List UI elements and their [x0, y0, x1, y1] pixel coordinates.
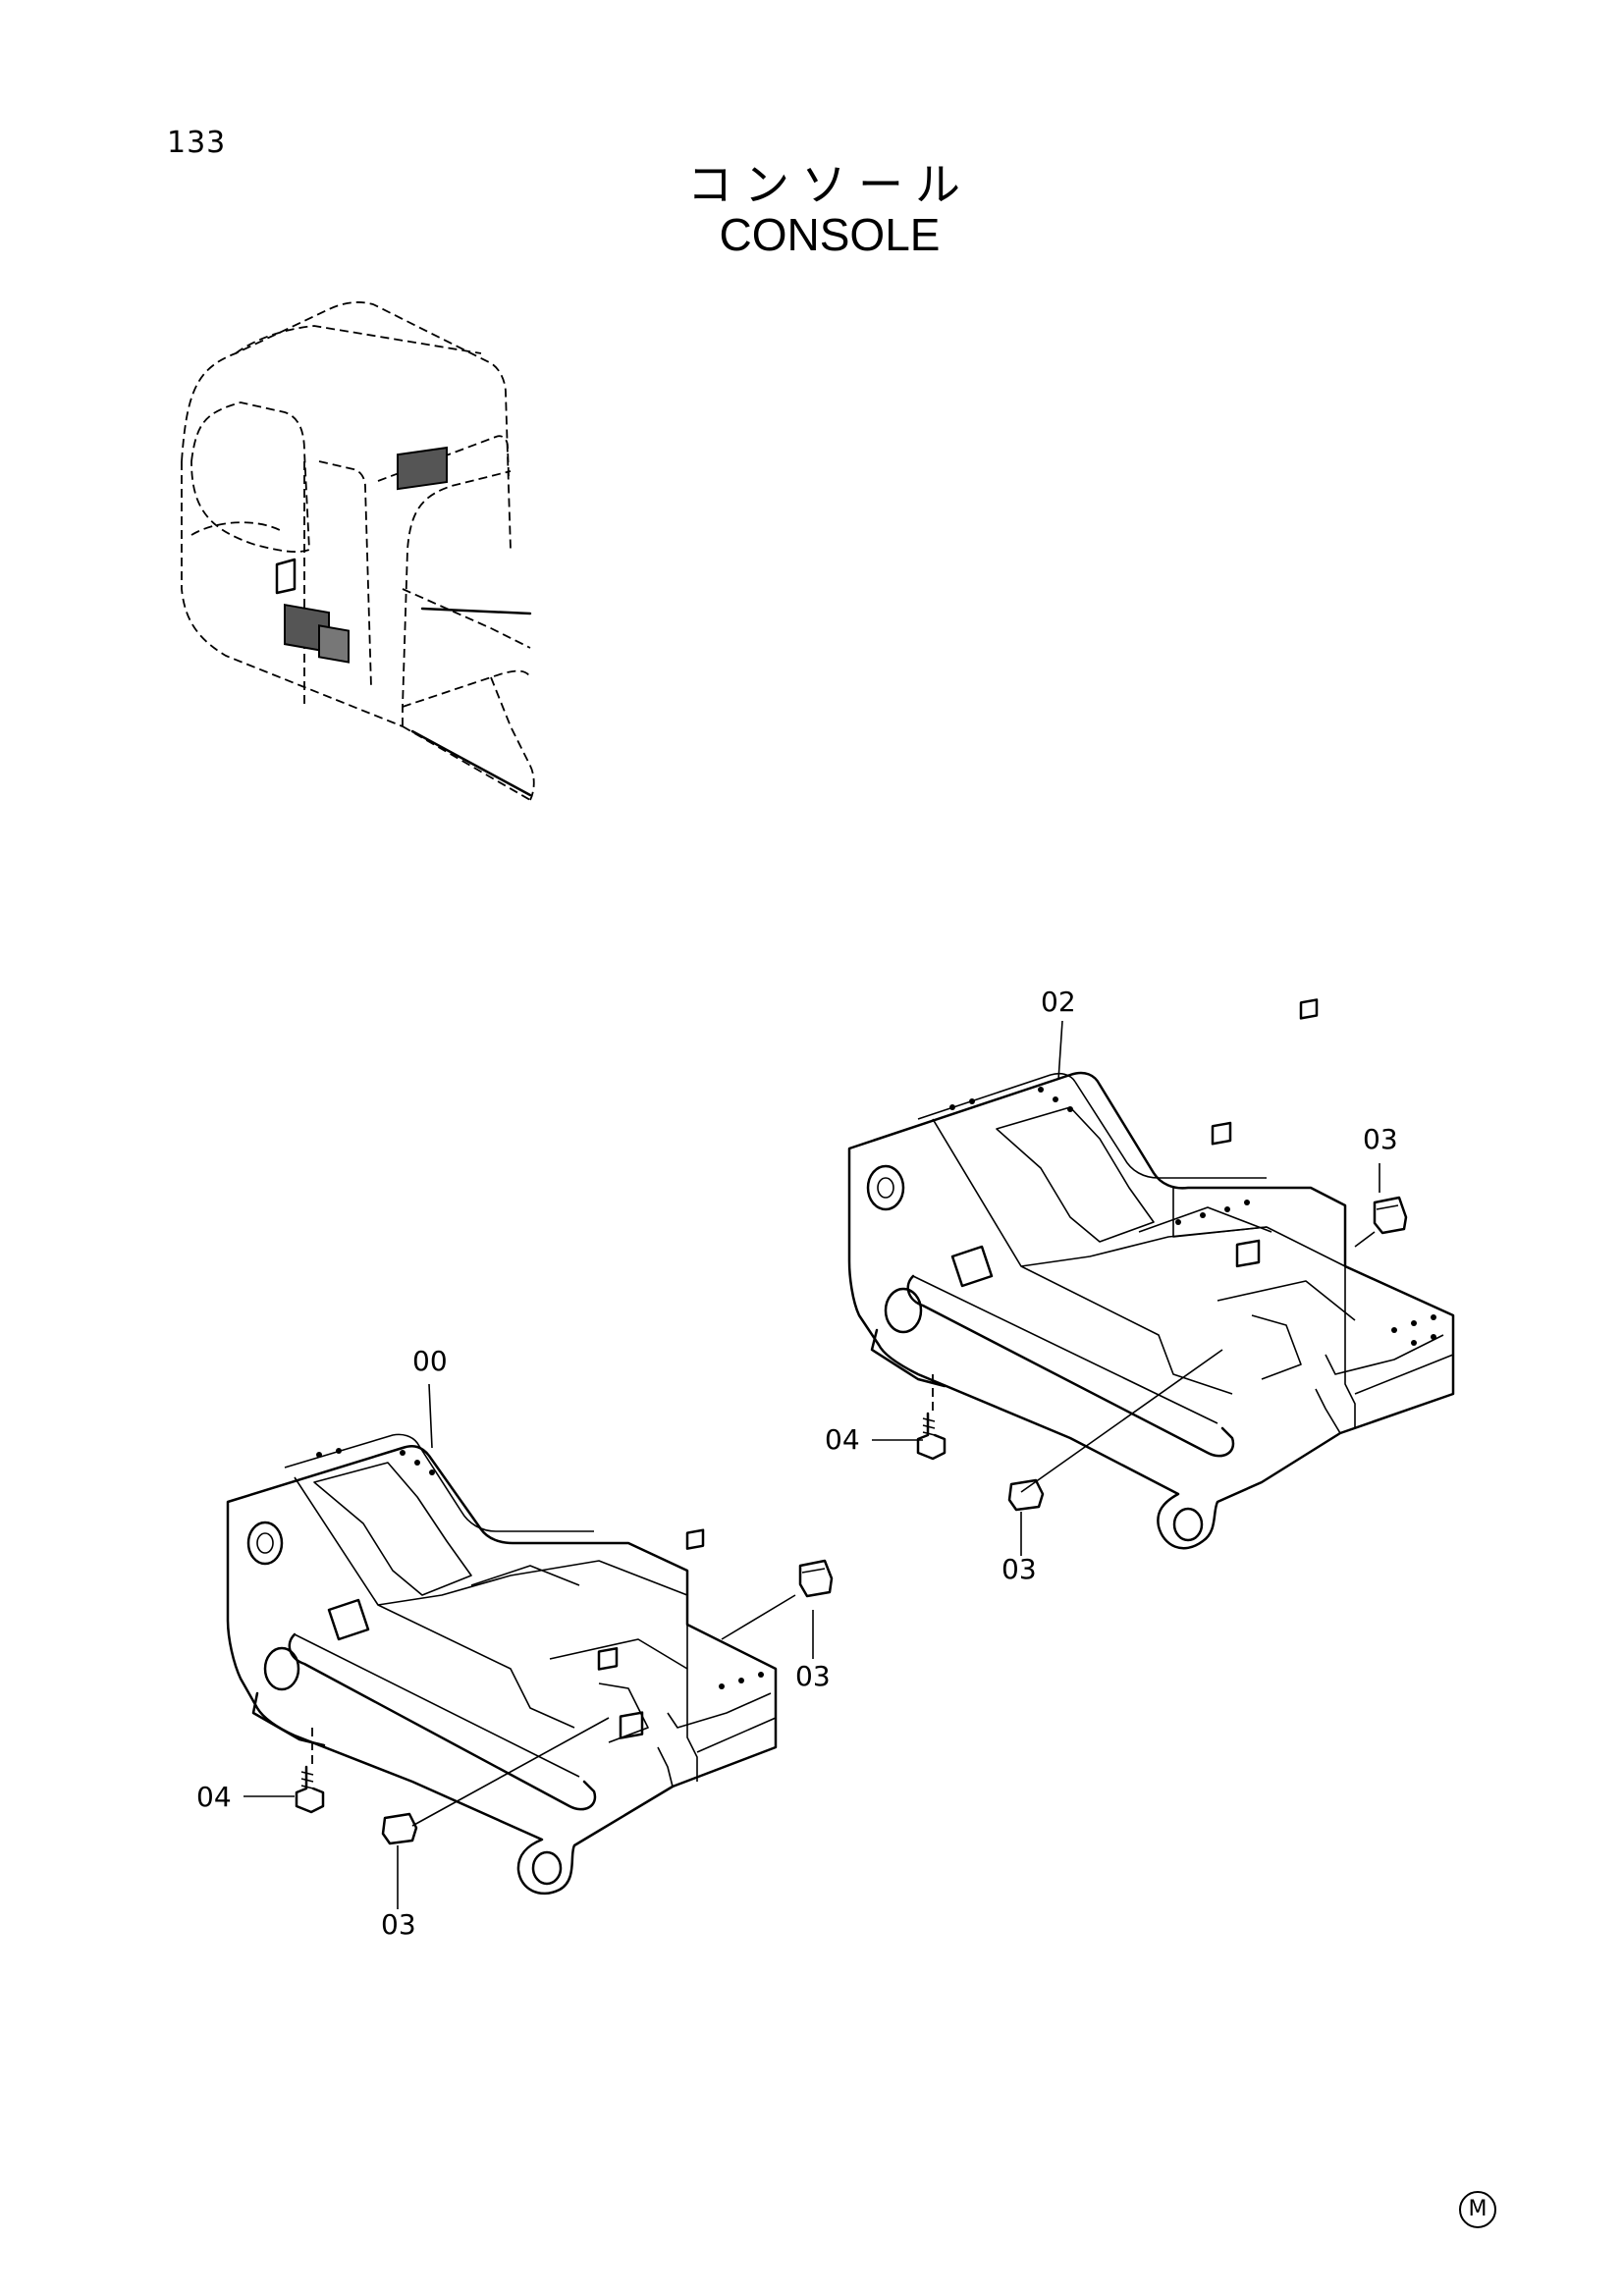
leader-line: [721, 1594, 796, 1640]
leader-line: [1020, 1349, 1223, 1493]
callout-03-upper-right: 03: [1363, 1123, 1398, 1155]
callout-00: 00: [412, 1345, 448, 1377]
cap-icon: [1373, 1196, 1408, 1235]
page-title-japanese: コンソール: [687, 158, 972, 211]
callout-03-lower-right: 03: [795, 1660, 831, 1692]
callout-03-lower-bottom: 03: [381, 1908, 416, 1941]
page-number: 133: [167, 126, 227, 160]
leader-line: [1057, 1020, 1063, 1081]
callout-04-lower: 04: [196, 1781, 232, 1813]
cap-icon: [381, 1812, 418, 1845]
page-marker: M: [1459, 2191, 1496, 2228]
cap-icon: [1007, 1478, 1045, 1512]
page-title-english: CONSOLE: [719, 209, 941, 260]
bolt-icon: [295, 1765, 325, 1814]
console-frame-icon: [226, 1433, 778, 1896]
leader-line: [411, 1717, 610, 1827]
callout-04-upper: 04: [825, 1423, 860, 1456]
callout-03-upper-bottom: 03: [1001, 1553, 1037, 1585]
callout-02: 02: [1041, 986, 1076, 1018]
leader-line: [1354, 1231, 1376, 1248]
cap-icon: [798, 1559, 834, 1598]
bolt-icon: [916, 1412, 947, 1461]
cab-location-icon: [181, 301, 535, 801]
console-frame-icon: [847, 998, 1455, 1550]
leader-line: [428, 1383, 433, 1449]
